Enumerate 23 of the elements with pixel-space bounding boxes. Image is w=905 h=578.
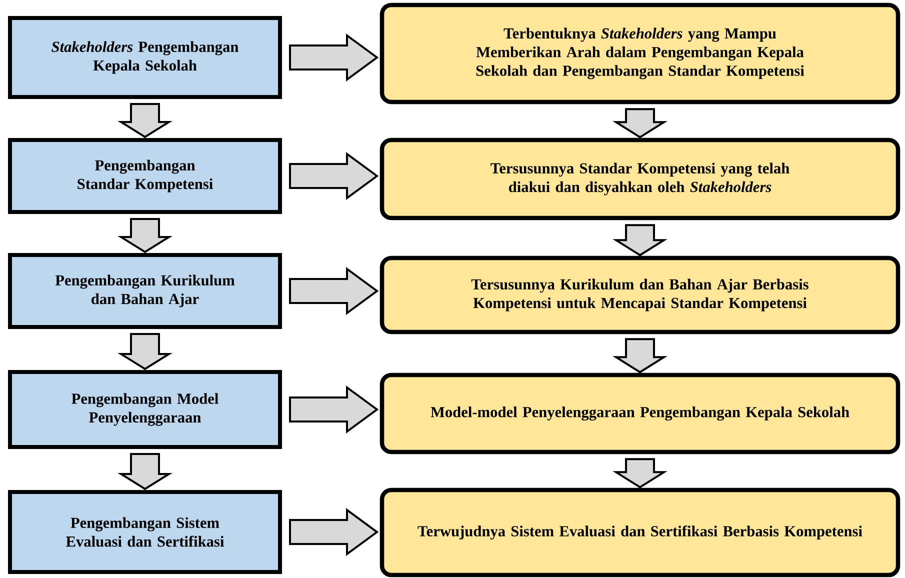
outcome-box: Tersusunnya Kurikulum dan Bahan Ajar Berbasis Kompetensi untuk Mencapai Standar Kompetensi <box>380 256 900 334</box>
block-arrow <box>612 108 668 138</box>
stage-box: Pengembangan Standar Kompetensi <box>8 138 282 214</box>
stage-box: Pengembangan Model Penyelenggaraan <box>8 370 282 449</box>
outcome-box: Terbentuknya Stakeholders yang Mampu Memberikan Arah dalam Pengembangan Kepala Sekolah dan Pengembangan Standar Kompetensi <box>380 2 900 104</box>
block-arrow <box>118 218 172 254</box>
block-arrow <box>289 152 379 200</box>
stage-box: Pengembangan Sistem Evaluasi dan Sertifikasi <box>8 490 282 574</box>
stage-box: Stakeholders Pengembangan Kepala Sekolah <box>8 16 282 99</box>
block-arrow <box>612 224 668 256</box>
block-arrow <box>289 267 379 315</box>
block-arrow <box>289 386 379 434</box>
block-arrow <box>118 452 172 490</box>
block-arrow <box>612 458 668 488</box>
outcome-box: Model-model Penyelenggaraan Pengembangan Kepala Sekolah <box>380 372 900 454</box>
stage-box: Pengembangan Kurikulum dan Bahan Ajar <box>8 253 282 329</box>
block-arrow <box>612 338 668 374</box>
block-arrow <box>289 508 379 556</box>
block-arrow <box>118 102 172 138</box>
outcome-box: Tersusunnya Standar Kompetensi yang telah diakui dan disyahkan oleh Stakeholders <box>380 138 900 220</box>
block-arrow <box>289 34 379 82</box>
block-arrow <box>118 333 172 370</box>
outcome-box: Terwujudnya Sistem Evaluasi dan Sertifikasi Berbasis Kompetensi <box>380 488 900 578</box>
